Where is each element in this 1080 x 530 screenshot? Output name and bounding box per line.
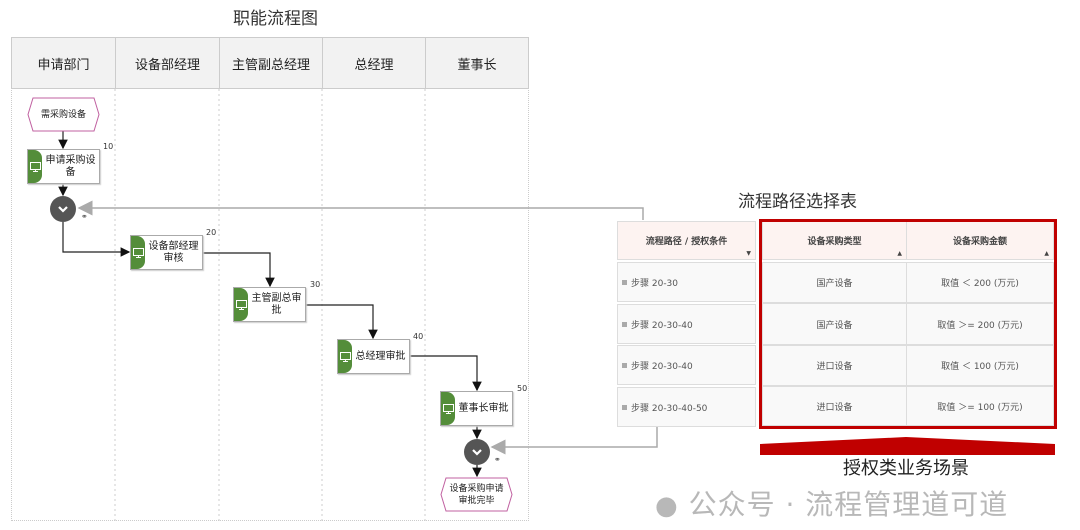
- lane-header: 董事长: [425, 37, 529, 89]
- task-number: 10: [103, 142, 114, 151]
- table-cell: 进口设备: [762, 345, 907, 386]
- watermark-text: 公众号 · 流程管理道可道: [688, 488, 1009, 521]
- column-header-path[interactable]: 流程路径 / 授权条件 ▼: [617, 221, 756, 260]
- cell-text: 步骤 20-30-40: [631, 361, 693, 372]
- header-label: 设备采购类型: [807, 237, 862, 247]
- lane-header: 主管副总经理: [219, 37, 323, 89]
- sort-asc-icon: ▲: [1044, 250, 1049, 257]
- table-title: 流程路径选择表: [738, 192, 857, 212]
- task-50[interactable]: 董事长审批: [440, 391, 513, 426]
- task-number: 20: [206, 228, 217, 237]
- task-10[interactable]: 申请采购设备: [27, 149, 100, 184]
- start-event[interactable]: 需采购设备: [27, 97, 100, 132]
- cell-text: 步骤 20-30-40: [631, 320, 693, 331]
- end-event-label: 设备采购申请审批完毕: [449, 483, 504, 506]
- header-label: 流程路径 / 授权条件: [645, 237, 728, 247]
- task-number: 50: [517, 384, 528, 393]
- monitor-icon: [441, 392, 455, 425]
- cell-text: 步骤 20-30-40-50: [631, 403, 708, 414]
- table-cell: 取值 ＞= 100 (万元): [906, 386, 1054, 426]
- table-cell: 进口设备: [762, 386, 907, 426]
- watermark: ● 公众号 · 流程管理道可道: [655, 488, 1008, 523]
- monitor-icon: [28, 150, 42, 183]
- table-row-path[interactable]: 步骤 20-30: [617, 262, 756, 302]
- table-row-path[interactable]: 步骤 20-30-40: [617, 345, 756, 385]
- sort-desc-icon: ▼: [746, 250, 751, 257]
- task-label: 主管副总审批: [251, 292, 302, 316]
- task-20[interactable]: 设备部经理审核: [130, 235, 203, 270]
- task-40[interactable]: 总经理审批: [337, 339, 410, 374]
- task-label: 总经理审批: [355, 350, 406, 362]
- bullet-icon: [622, 279, 627, 285]
- highlight-arrow: [760, 437, 1055, 455]
- wechat-icon: ●: [655, 491, 679, 521]
- table-cell: 国产设备: [762, 262, 907, 303]
- sort-asc-icon: ▲: [897, 250, 902, 257]
- header-label: 设备采购金额: [952, 237, 1007, 247]
- start-event-label: 需采购设备: [40, 109, 86, 120]
- monitor-icon: [234, 288, 248, 321]
- table-row-path[interactable]: 步骤 20-30-40-50: [617, 387, 756, 427]
- bullet-icon: [622, 404, 627, 410]
- bullet-icon: [622, 321, 627, 327]
- monitor-icon: [131, 236, 145, 269]
- end-event[interactable]: 设备采购申请审批完毕: [440, 477, 513, 512]
- task-label: 董事长审批: [458, 402, 509, 414]
- caption: 授权类业务场景: [843, 458, 969, 479]
- task-number: 30: [310, 280, 321, 289]
- task-label: 申请采购设备: [45, 154, 96, 178]
- highlight-box: [759, 219, 1057, 429]
- task-label: 设备部经理审核: [148, 240, 199, 264]
- table-cell: 取值 ＜ 200 (万元): [906, 262, 1054, 303]
- gateway-chevron-icon[interactable]: [464, 439, 490, 465]
- bullet-icon: [622, 362, 627, 368]
- link-icon: ⚭: [494, 455, 501, 464]
- cell-text: 步骤 20-30: [631, 278, 679, 289]
- table-cell: 取值 ＞= 200 (万元): [906, 303, 1054, 345]
- monitor-icon: [338, 340, 352, 373]
- column-header-amount[interactable]: 设备采购金额 ▲: [906, 221, 1054, 260]
- table-row-path[interactable]: 步骤 20-30-40: [617, 304, 756, 344]
- task-number: 40: [413, 332, 424, 341]
- task-30[interactable]: 主管副总审批: [233, 287, 306, 322]
- link-icon: ⚭: [81, 212, 88, 221]
- diagram-title: 职能流程图: [233, 9, 318, 29]
- column-header-type[interactable]: 设备采购类型 ▲: [762, 221, 907, 260]
- lane-header: 申请部门: [11, 37, 116, 89]
- gateway-chevron-icon[interactable]: [50, 196, 76, 222]
- table-cell: 取值 ＜ 100 (万元): [906, 345, 1054, 386]
